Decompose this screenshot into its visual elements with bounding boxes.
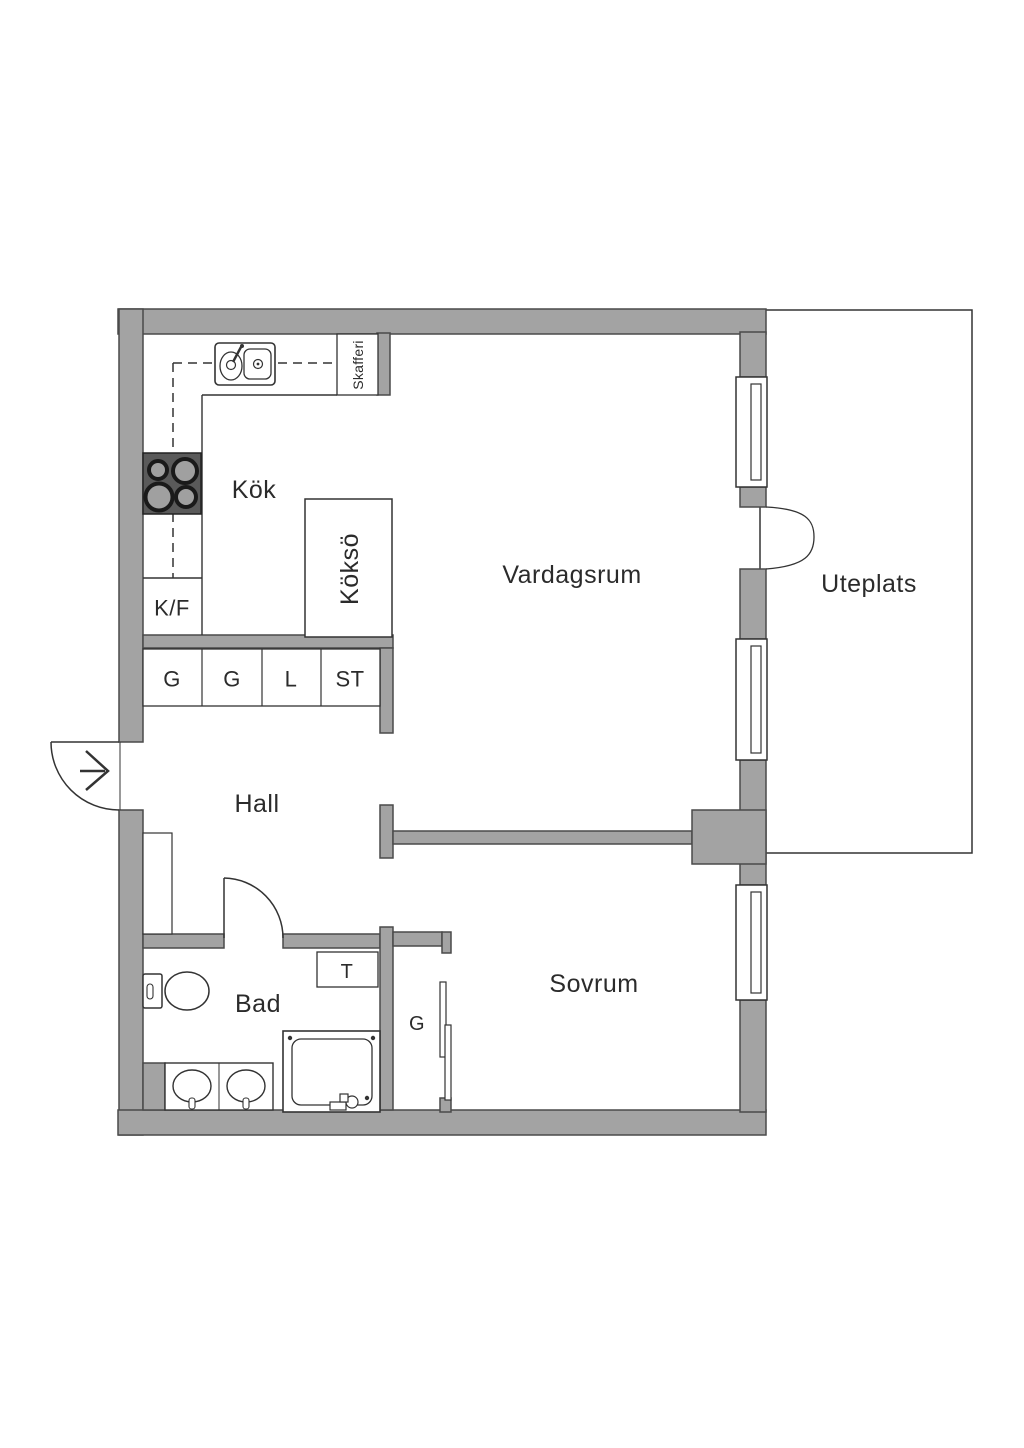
wall-divider-cap [379, 804, 394, 859]
washbasin-left [172, 1069, 212, 1103]
wall-divider [392, 830, 693, 845]
interior-walls [142, 332, 767, 1113]
label-kitchen: Kök [232, 476, 277, 504]
label-living-room: Vardagsrum [502, 561, 641, 589]
bathroom-door [223, 877, 284, 939]
entrance-arrow-icon [80, 750, 110, 791]
wall-bath-bottom-block [142, 1062, 166, 1111]
wall-bath-right [379, 926, 394, 1111]
patio-door [765, 506, 815, 570]
doors [50, 506, 815, 939]
label-patio: Uteplats [821, 570, 917, 598]
closet-row [142, 648, 381, 707]
wall-closet-stub [379, 647, 394, 734]
label-closet-1: G [163, 667, 181, 692]
label-kitchen-island: Köksö [336, 533, 364, 605]
label-hall: Hall [234, 790, 279, 818]
wall-bath-top-left [142, 933, 225, 949]
window-living-room-2 [735, 638, 768, 761]
window-living-room-1 [735, 376, 768, 488]
label-fridge-freezer: K/F [154, 596, 190, 621]
label-closet-2: G [223, 667, 241, 692]
bathroom-fixtures [142, 951, 381, 1113]
exterior-walls [117, 308, 767, 1136]
washbasin-right [226, 1069, 266, 1103]
wall-right-seg2 [739, 486, 767, 508]
wall-gcloset-top [392, 931, 443, 947]
kitchen-island [304, 498, 393, 638]
label-pantry: Skafferi [350, 340, 366, 390]
wall-top [117, 308, 767, 335]
bedroom-closet-sliding-door [439, 981, 452, 1101]
wall-gcloset-top-stub [441, 931, 452, 954]
patio-outline [759, 309, 973, 854]
label-drying-cabinet: T [341, 961, 354, 983]
label-bedroom: Sovrum [549, 970, 638, 998]
label-closet-3: L [285, 667, 298, 692]
wall-right-seg3 [739, 568, 767, 640]
wall-right-seg1 [739, 331, 767, 378]
wall-bottom [117, 1109, 767, 1136]
pantry-box [336, 333, 379, 396]
wall-right-seg5 [739, 999, 767, 1113]
wall-kitchen-stub [376, 332, 391, 396]
entrance-door [50, 741, 121, 811]
wall-left-lower [118, 809, 144, 1136]
washbasin-counter [164, 1062, 274, 1111]
windows [735, 376, 768, 1001]
wall-divider-block [691, 809, 767, 865]
kitchen-fixtures [142, 333, 393, 638]
kitchen-sink [214, 342, 276, 386]
toilet [142, 971, 210, 1011]
labels: Kök K/F Skafferi Köksö Vardagsrum Utepla… [154, 340, 917, 1035]
stove [142, 452, 202, 515]
label-bathroom: Bad [235, 990, 281, 1018]
window-bedroom [735, 884, 768, 1001]
wall-left-upper [118, 308, 144, 743]
shower [282, 1030, 381, 1113]
wall-kitchen-bottom [142, 634, 394, 649]
label-bedroom-closet: G [409, 1013, 425, 1035]
label-closet-4: ST [335, 667, 364, 692]
shower-mixer [329, 1093, 359, 1111]
drying-cabinet-box [316, 951, 379, 988]
hall-wardrobe [142, 832, 173, 935]
wall-bath-top-right [282, 933, 381, 949]
